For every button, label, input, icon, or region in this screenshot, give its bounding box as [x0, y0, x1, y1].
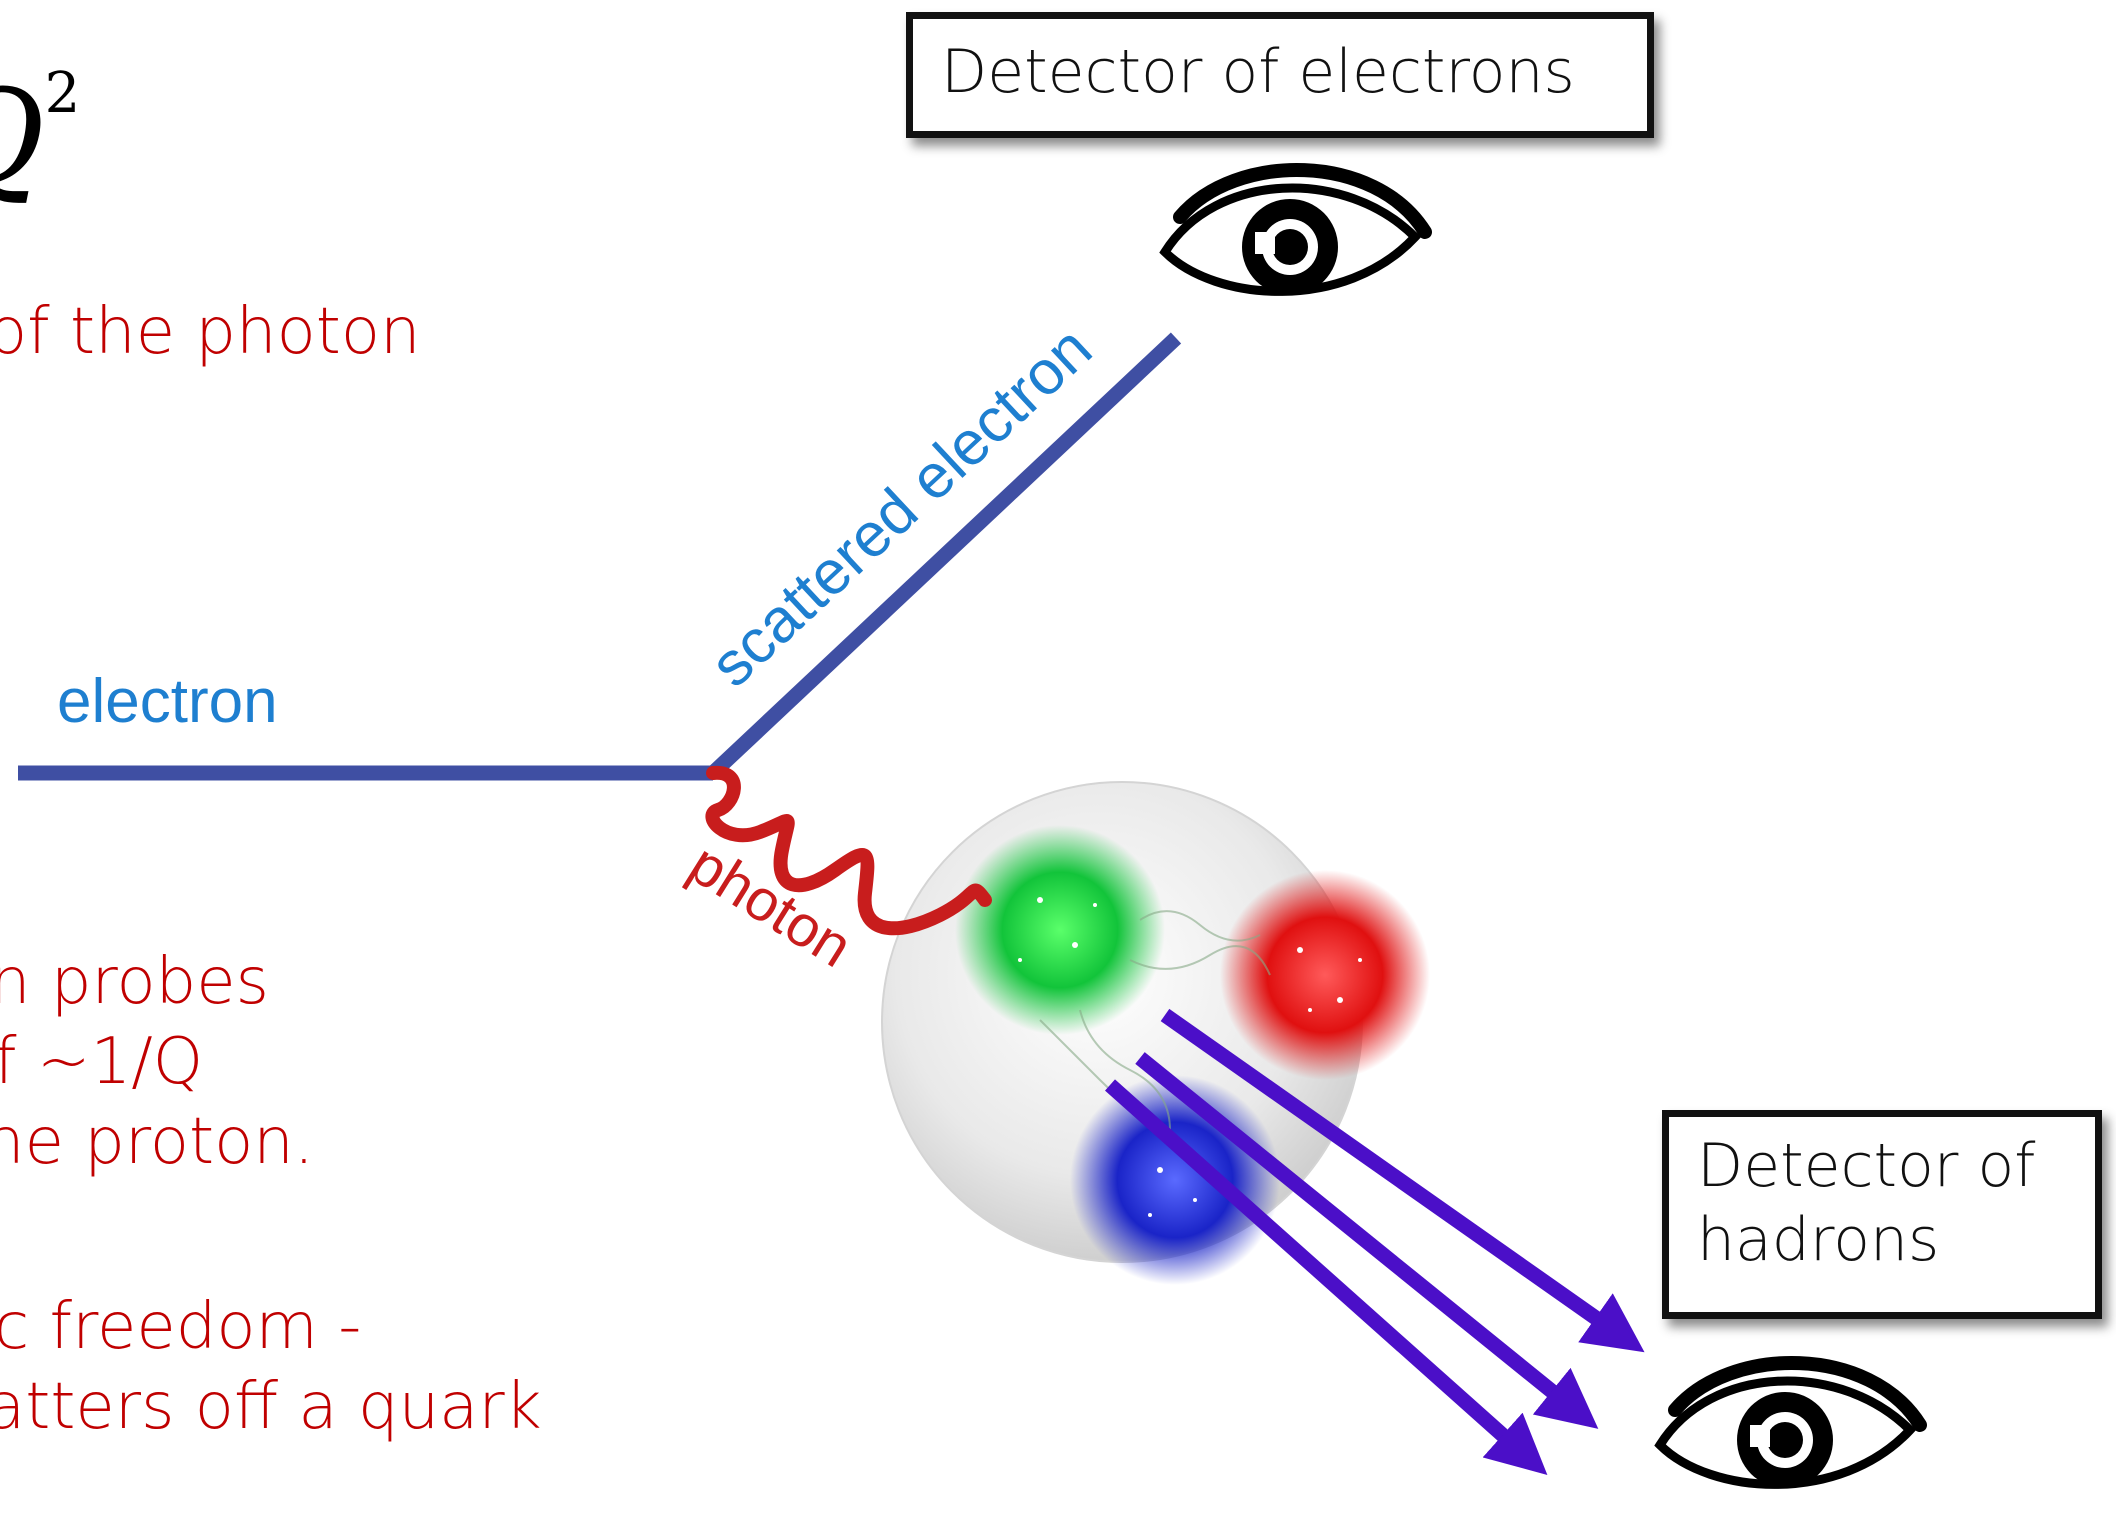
- red-quark: [1220, 870, 1430, 1080]
- text-line-freedom: c freedom -: [0, 1290, 362, 1364]
- text-line-inverse-q: f ~1/Q: [0, 1025, 204, 1099]
- green-quark: [955, 825, 1165, 1035]
- hadron-arrow-1: [1160, 1008, 1645, 1353]
- electron-detector-box: Detector of electrons: [906, 12, 1654, 138]
- eye-icon: [1654, 1356, 1927, 1489]
- photon-wave: [705, 765, 992, 936]
- proton: [881, 781, 1430, 1285]
- scattered-electron-line: [707, 332, 1182, 779]
- hadron-detector-box: Detector of hadrons: [1662, 1110, 2102, 1319]
- hadron-arrow-3: [1105, 1079, 1548, 1475]
- electron-label: electron: [57, 667, 278, 736]
- eye-icon: [1159, 163, 1432, 296]
- text-line-quark: atters off a quark: [0, 1370, 542, 1444]
- text-line-probes: n probes: [0, 945, 269, 1019]
- electron-detector-label: Detector of electrons: [941, 37, 1575, 107]
- q-squared-symbol: Q2: [0, 61, 81, 203]
- text-line-proton: he proton.: [0, 1105, 315, 1179]
- hadron-detector-label-line1: Detector of: [1697, 1131, 2036, 1201]
- photon-label: photon: [678, 831, 863, 980]
- blue-quark: [1070, 1075, 1280, 1285]
- hadron-detector-label-line2: hadrons: [1697, 1205, 1940, 1275]
- text-line-photon: of the photon: [0, 295, 421, 369]
- hadron-arrow-2: [1135, 1052, 1599, 1429]
- scattered-electron-label: scattered electron: [697, 314, 1104, 701]
